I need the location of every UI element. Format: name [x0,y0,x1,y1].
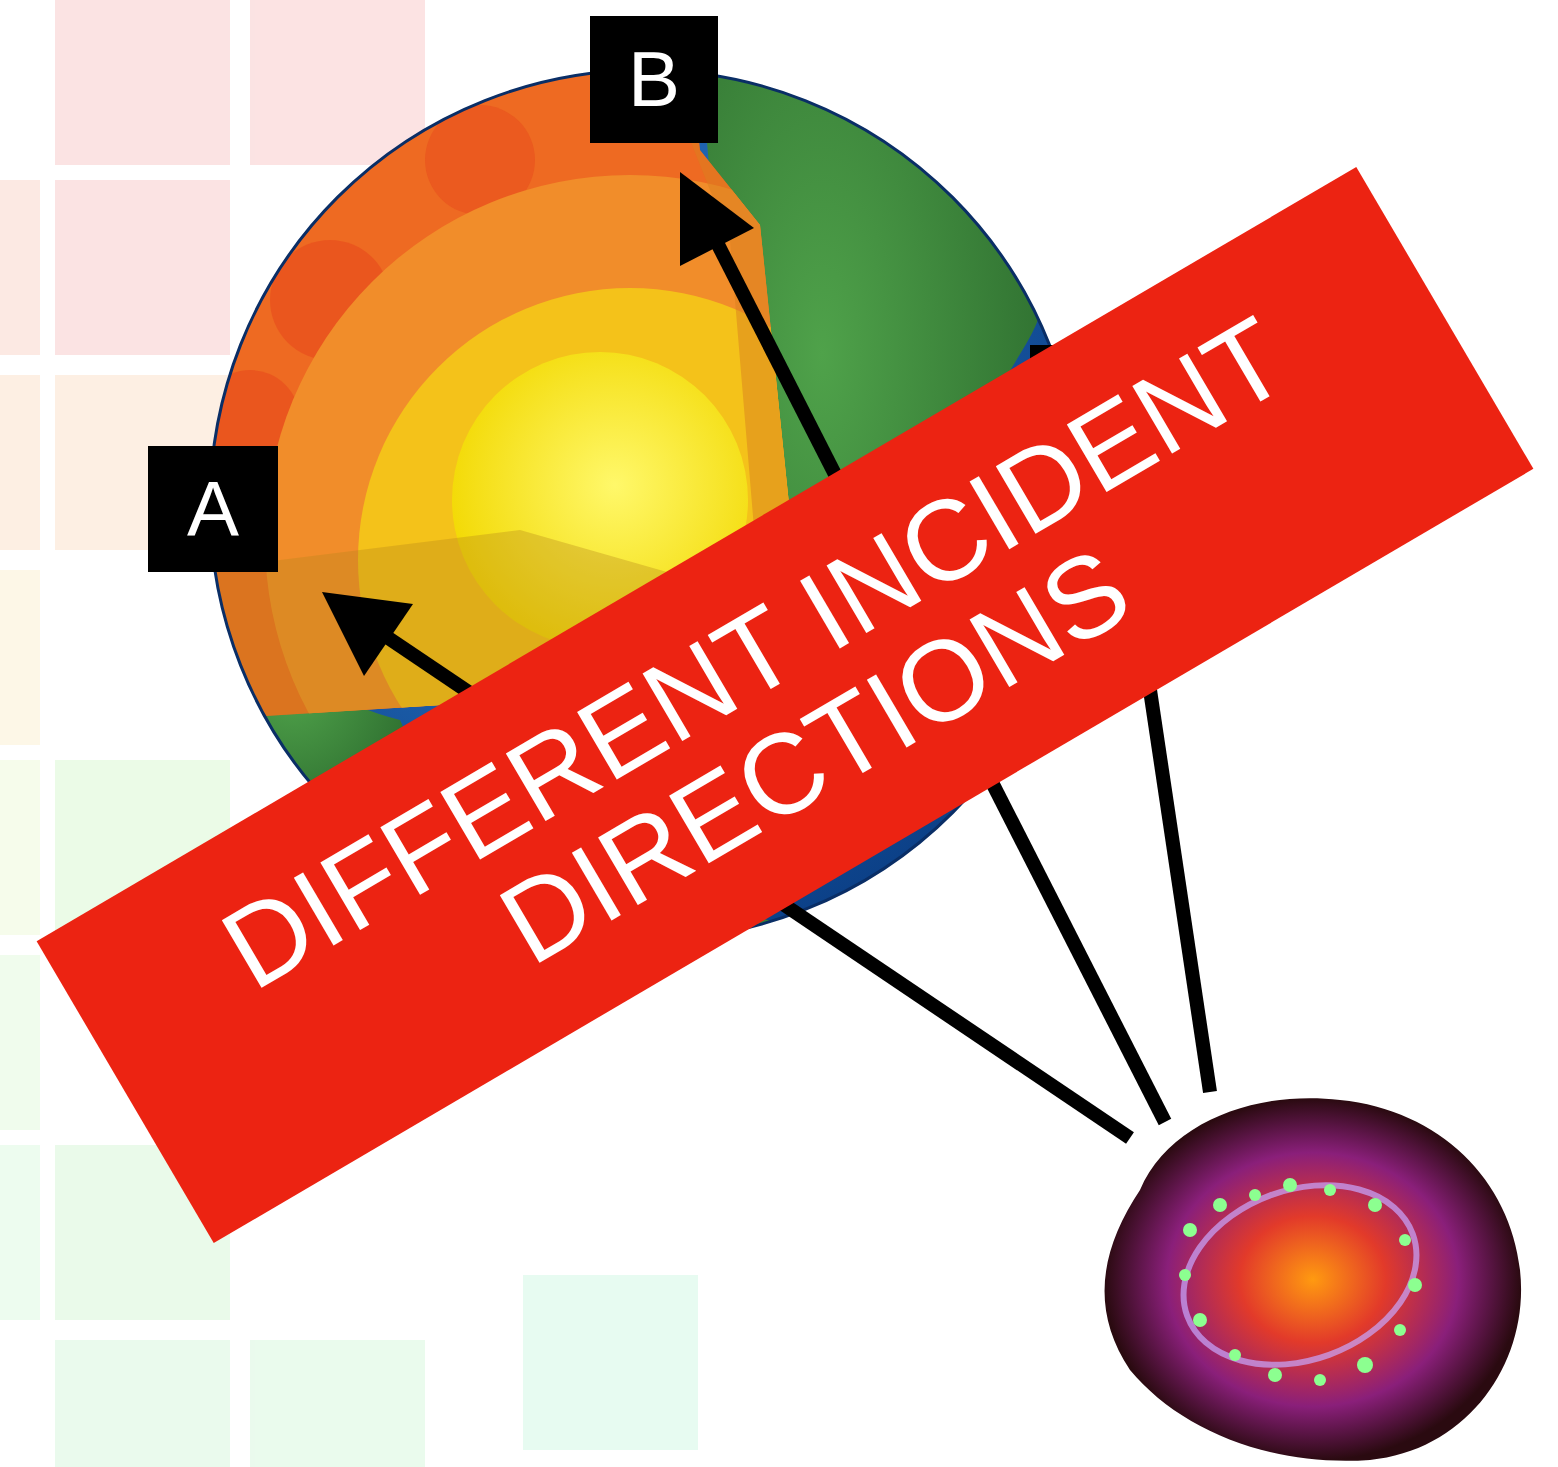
point-label: A [148,446,278,572]
point-letter: A [187,470,239,548]
point-label: B [590,16,718,143]
banner: DIFFERENT INCIDENT DIRECTIONS [37,167,1534,1243]
supernova-remnant [1105,1098,1522,1461]
banner-text: DIFFERENT INCIDENT DIRECTIONS [87,228,1483,1181]
point-letter: B [628,40,680,118]
